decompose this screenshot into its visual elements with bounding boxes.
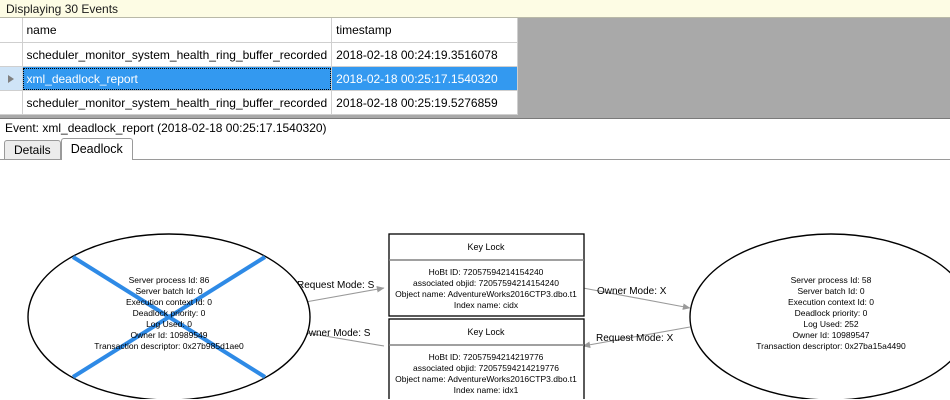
table-row[interactable]: xml_deadlock_report 2018-02-18 00:25:17.… [0, 66, 519, 91]
events-count-label: Displaying 30 Events [6, 2, 119, 16]
process-right-line-1: Server process Id: 58 [791, 275, 872, 285]
row-selector-cell[interactable] [0, 66, 23, 91]
cell-name[interactable]: xml_deadlock_report [22, 66, 333, 91]
events-grid[interactable]: name timestamp scheduler_monitor_system_… [0, 18, 950, 119]
cell-timestamp[interactable]: 2018-02-18 00:24:19.3516078 [331, 42, 519, 67]
table-row[interactable]: scheduler_monitor_system_health_ring_buf… [0, 42, 519, 67]
process-right-line-5: Log Used: 252 [803, 319, 859, 329]
edge-label-request-s: Request Mode: S [297, 280, 375, 291]
tab-details[interactable]: Details [4, 140, 61, 161]
process-left-line-7: Transaction descriptor: 0x27b985d1ae0 [94, 341, 244, 351]
process-left-line-5: Log Used: 0 [146, 319, 192, 329]
deadlock-graph-panel[interactable]: Request Mode: S Owner Mode: X Owner Mode… [0, 159, 950, 399]
keylock-bottom-line-4: Index name: idx1 [454, 385, 519, 395]
edge-label-owner-x: Owner Mode: X [597, 286, 667, 297]
deadlock-victim-cross-icon [71, 255, 267, 379]
keylock-bottom-title: Key Lock [467, 327, 505, 337]
cell-timestamp[interactable]: 2018-02-18 00:25:19.5276859 [331, 90, 519, 115]
keylock-bottom-line-2: associated objid: 72057594214219776 [413, 363, 559, 373]
process-right-line-6: Owner Id: 10989547 [792, 330, 869, 340]
process-left-line-3: Execution context Id: 0 [126, 297, 212, 307]
column-header-name[interactable]: name [22, 18, 333, 43]
keylock-top-line-1: HoBt ID: 72057594214154240 [429, 267, 544, 277]
process-left-line-4: Deadlock priority: 0 [133, 308, 206, 318]
row-selector-arrow-icon [7, 75, 14, 84]
cell-timestamp[interactable]: 2018-02-18 00:25:17.1540320 [331, 66, 519, 91]
table-header-row: name timestamp [0, 18, 519, 43]
resource-node-keylock-bottom[interactable]: Key Lock HoBt ID: 72057594214219776 asso… [388, 318, 585, 399]
process-right-line-3: Execution context Id: 0 [788, 297, 874, 307]
process-node-left[interactable]: Server process Id: 86 Server batch Id: 0… [27, 233, 311, 399]
resource-node-keylock-top[interactable]: Key Lock HoBt ID: 72057594214154240 asso… [388, 233, 585, 317]
process-left-line-1: Server process Id: 86 [129, 275, 210, 285]
events-table: name timestamp scheduler_monitor_system_… [0, 18, 519, 115]
edge-label-request-x: Request Mode: X [596, 333, 674, 344]
cell-name[interactable]: scheduler_monitor_system_health_ring_buf… [22, 90, 333, 115]
event-header-label: Event: xml_deadlock_report (2018-02-18 0… [5, 121, 327, 135]
keylock-top-line-3: Object name: AdventureWorks2016CTP3.dbo.… [395, 289, 577, 299]
process-right-line-2: Server batch Id: 0 [797, 286, 864, 296]
keylock-bottom-line-3: Object name: AdventureWorks2016CTP3.dbo.… [395, 374, 577, 384]
table-row[interactable]: scheduler_monitor_system_health_ring_buf… [0, 90, 519, 115]
events-count-banner: Displaying 30 Events [0, 0, 950, 18]
edge-owner-x: Owner Mode: X [582, 286, 691, 310]
keylock-top-line-2: associated objid: 72057594214154240 [413, 278, 559, 288]
tab-deadlock[interactable]: Deadlock [60, 138, 133, 160]
keylock-top-title: Key Lock [467, 242, 505, 252]
edge-request-x: Request Mode: X [582, 326, 691, 348]
process-right-line-7: Transaction descriptor: 0x27ba15a4490 [756, 341, 906, 351]
process-right-line-4: Deadlock priority: 0 [795, 308, 868, 318]
edge-label-owner-s: Owner Mode: S [301, 328, 371, 339]
deadlock-graph-svg: Request Mode: S Owner Mode: X Owner Mode… [27, 233, 950, 399]
process-left-line-6: Owner Id: 10989549 [130, 330, 207, 340]
cell-name[interactable]: scheduler_monitor_system_health_ring_buf… [22, 42, 333, 67]
row-selector-cell[interactable] [0, 42, 23, 67]
event-header: Event: xml_deadlock_report (2018-02-18 0… [0, 119, 950, 138]
process-node-right[interactable]: Server process Id: 58 Server batch Id: 0… [689, 233, 950, 399]
keylock-bottom-line-1: HoBt ID: 72057594214219776 [429, 352, 544, 362]
keylock-top-line-4: Index name: cidx [454, 300, 519, 310]
column-header-timestamp[interactable]: timestamp [331, 18, 519, 43]
row-selector-cell[interactable] [0, 90, 23, 115]
process-left-line-2: Server batch Id: 0 [135, 286, 202, 296]
column-header-rowselector [0, 18, 23, 43]
